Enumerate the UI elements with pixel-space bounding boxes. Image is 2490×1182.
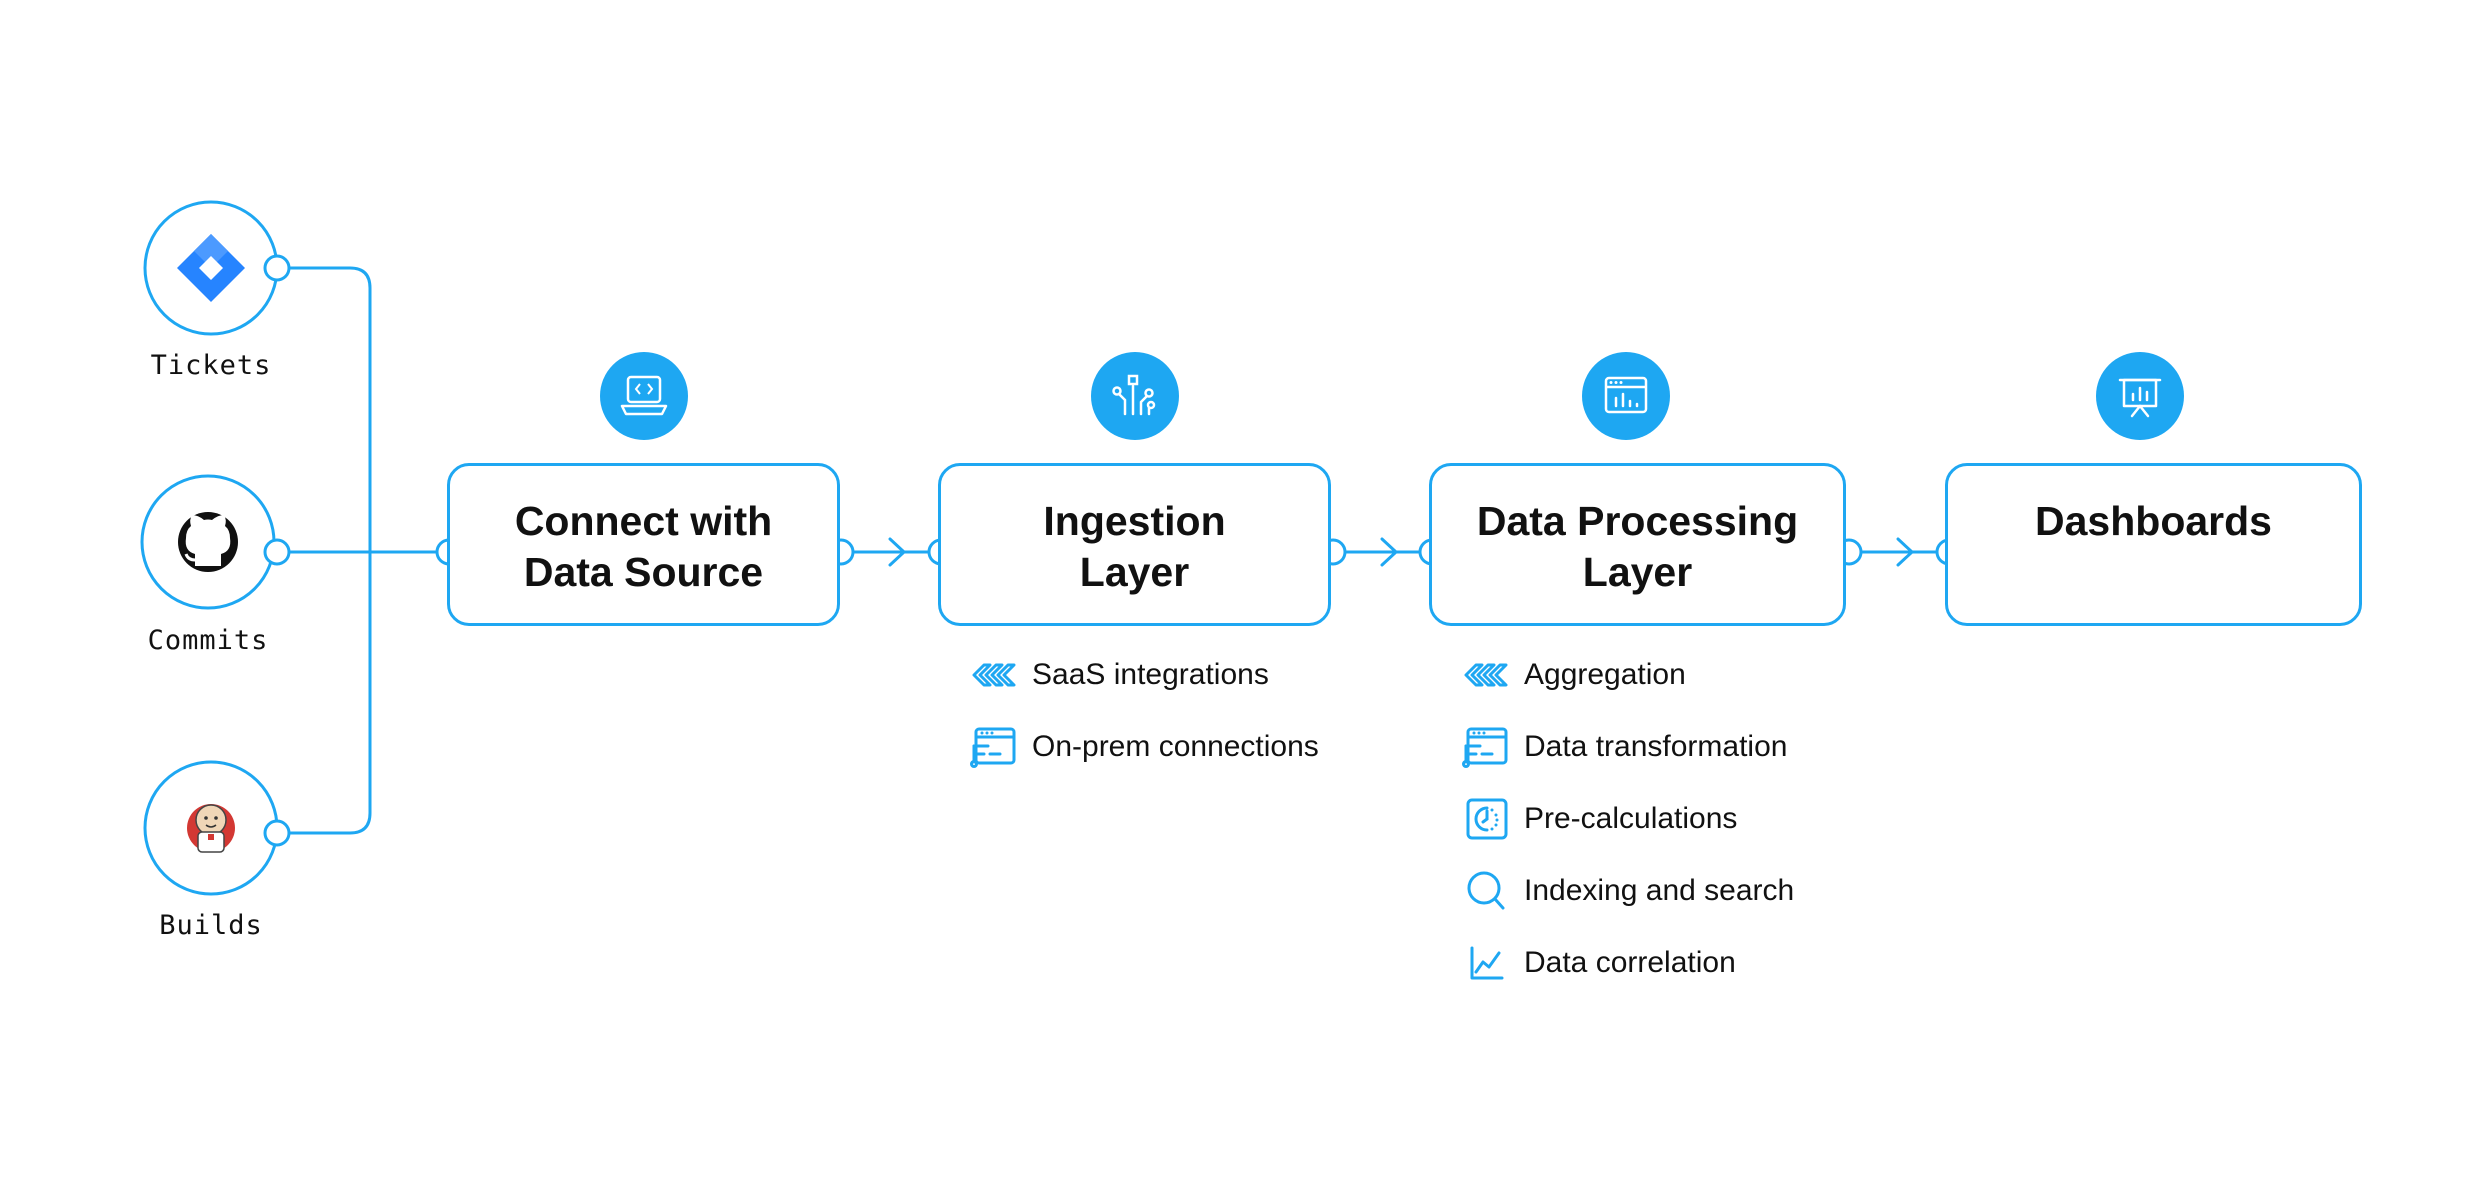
source-github	[140, 474, 276, 610]
source-jenkins	[143, 760, 279, 896]
stage-title-line2: Layer	[1582, 549, 1693, 595]
feature-on-prem-connections: On-prem connections	[970, 724, 1319, 770]
server-window-icon	[1462, 727, 1508, 768]
stage-title-line2: Layer	[1079, 549, 1190, 595]
chevrons-icon	[1464, 663, 1508, 687]
jenkins-icon	[187, 804, 235, 853]
stage-ingestion-layer: Ingestion Layer	[938, 463, 1331, 626]
stage-title-line1: Ingestion	[1043, 498, 1226, 544]
source-connector	[277, 266, 449, 835]
stage-title-line1: Data Processing	[1476, 498, 1799, 544]
stage-title-line1: Dashboards	[2035, 498, 2272, 544]
feature-pre-calculations: Pre-calculations	[1462, 796, 1737, 842]
feature-label: Data correlation	[1524, 946, 1736, 979]
stage-dashboards: Dashboards	[1945, 463, 2362, 626]
jira-icon	[177, 234, 245, 302]
feature-data-correlation: Data correlation	[1462, 940, 1736, 986]
feature-label: Data transformation	[1524, 730, 1788, 763]
stage-connectors	[839, 537, 1951, 567]
feature-indexing-and-search: Indexing and search	[1462, 868, 1794, 914]
feature-saas-integrations: SaaS integrations	[970, 652, 1269, 698]
browser-chart-icon	[1582, 352, 1670, 440]
feature-label: Pre-calculations	[1524, 802, 1738, 835]
line-chart-icon	[1470, 946, 1504, 980]
clock-dial-icon	[1466, 798, 1508, 840]
presentation-board-icon	[2096, 352, 2184, 440]
feature-label: Aggregation	[1524, 658, 1686, 691]
magnifier-icon	[1467, 871, 1505, 910]
laptop-code-icon	[600, 352, 688, 440]
feature-label: SaaS integrations	[1032, 658, 1269, 691]
source-jira	[143, 200, 279, 336]
server-window-icon	[970, 727, 1016, 768]
feature-data-transformation: Data transformation	[1462, 724, 1787, 770]
github-icon	[178, 512, 238, 572]
stage-title-line2: Data Source	[523, 549, 764, 595]
stage-connect-data-source: Connect with Data Source	[447, 463, 840, 626]
circuit-icon	[1091, 352, 1179, 440]
stage-title-line1: Connect with	[514, 498, 773, 544]
feature-label: Indexing and search	[1524, 874, 1795, 907]
source-label-tickets: Tickets	[150, 350, 272, 381]
source-label-builds: Builds	[159, 910, 263, 941]
feature-aggregation: Aggregation	[1462, 652, 1686, 698]
feature-label: On-prem connections	[1032, 730, 1319, 763]
chevrons-icon	[972, 663, 1016, 687]
source-label-commits: Commits	[147, 625, 269, 656]
stage-data-processing-layer: Data Processing Layer	[1429, 463, 1846, 626]
